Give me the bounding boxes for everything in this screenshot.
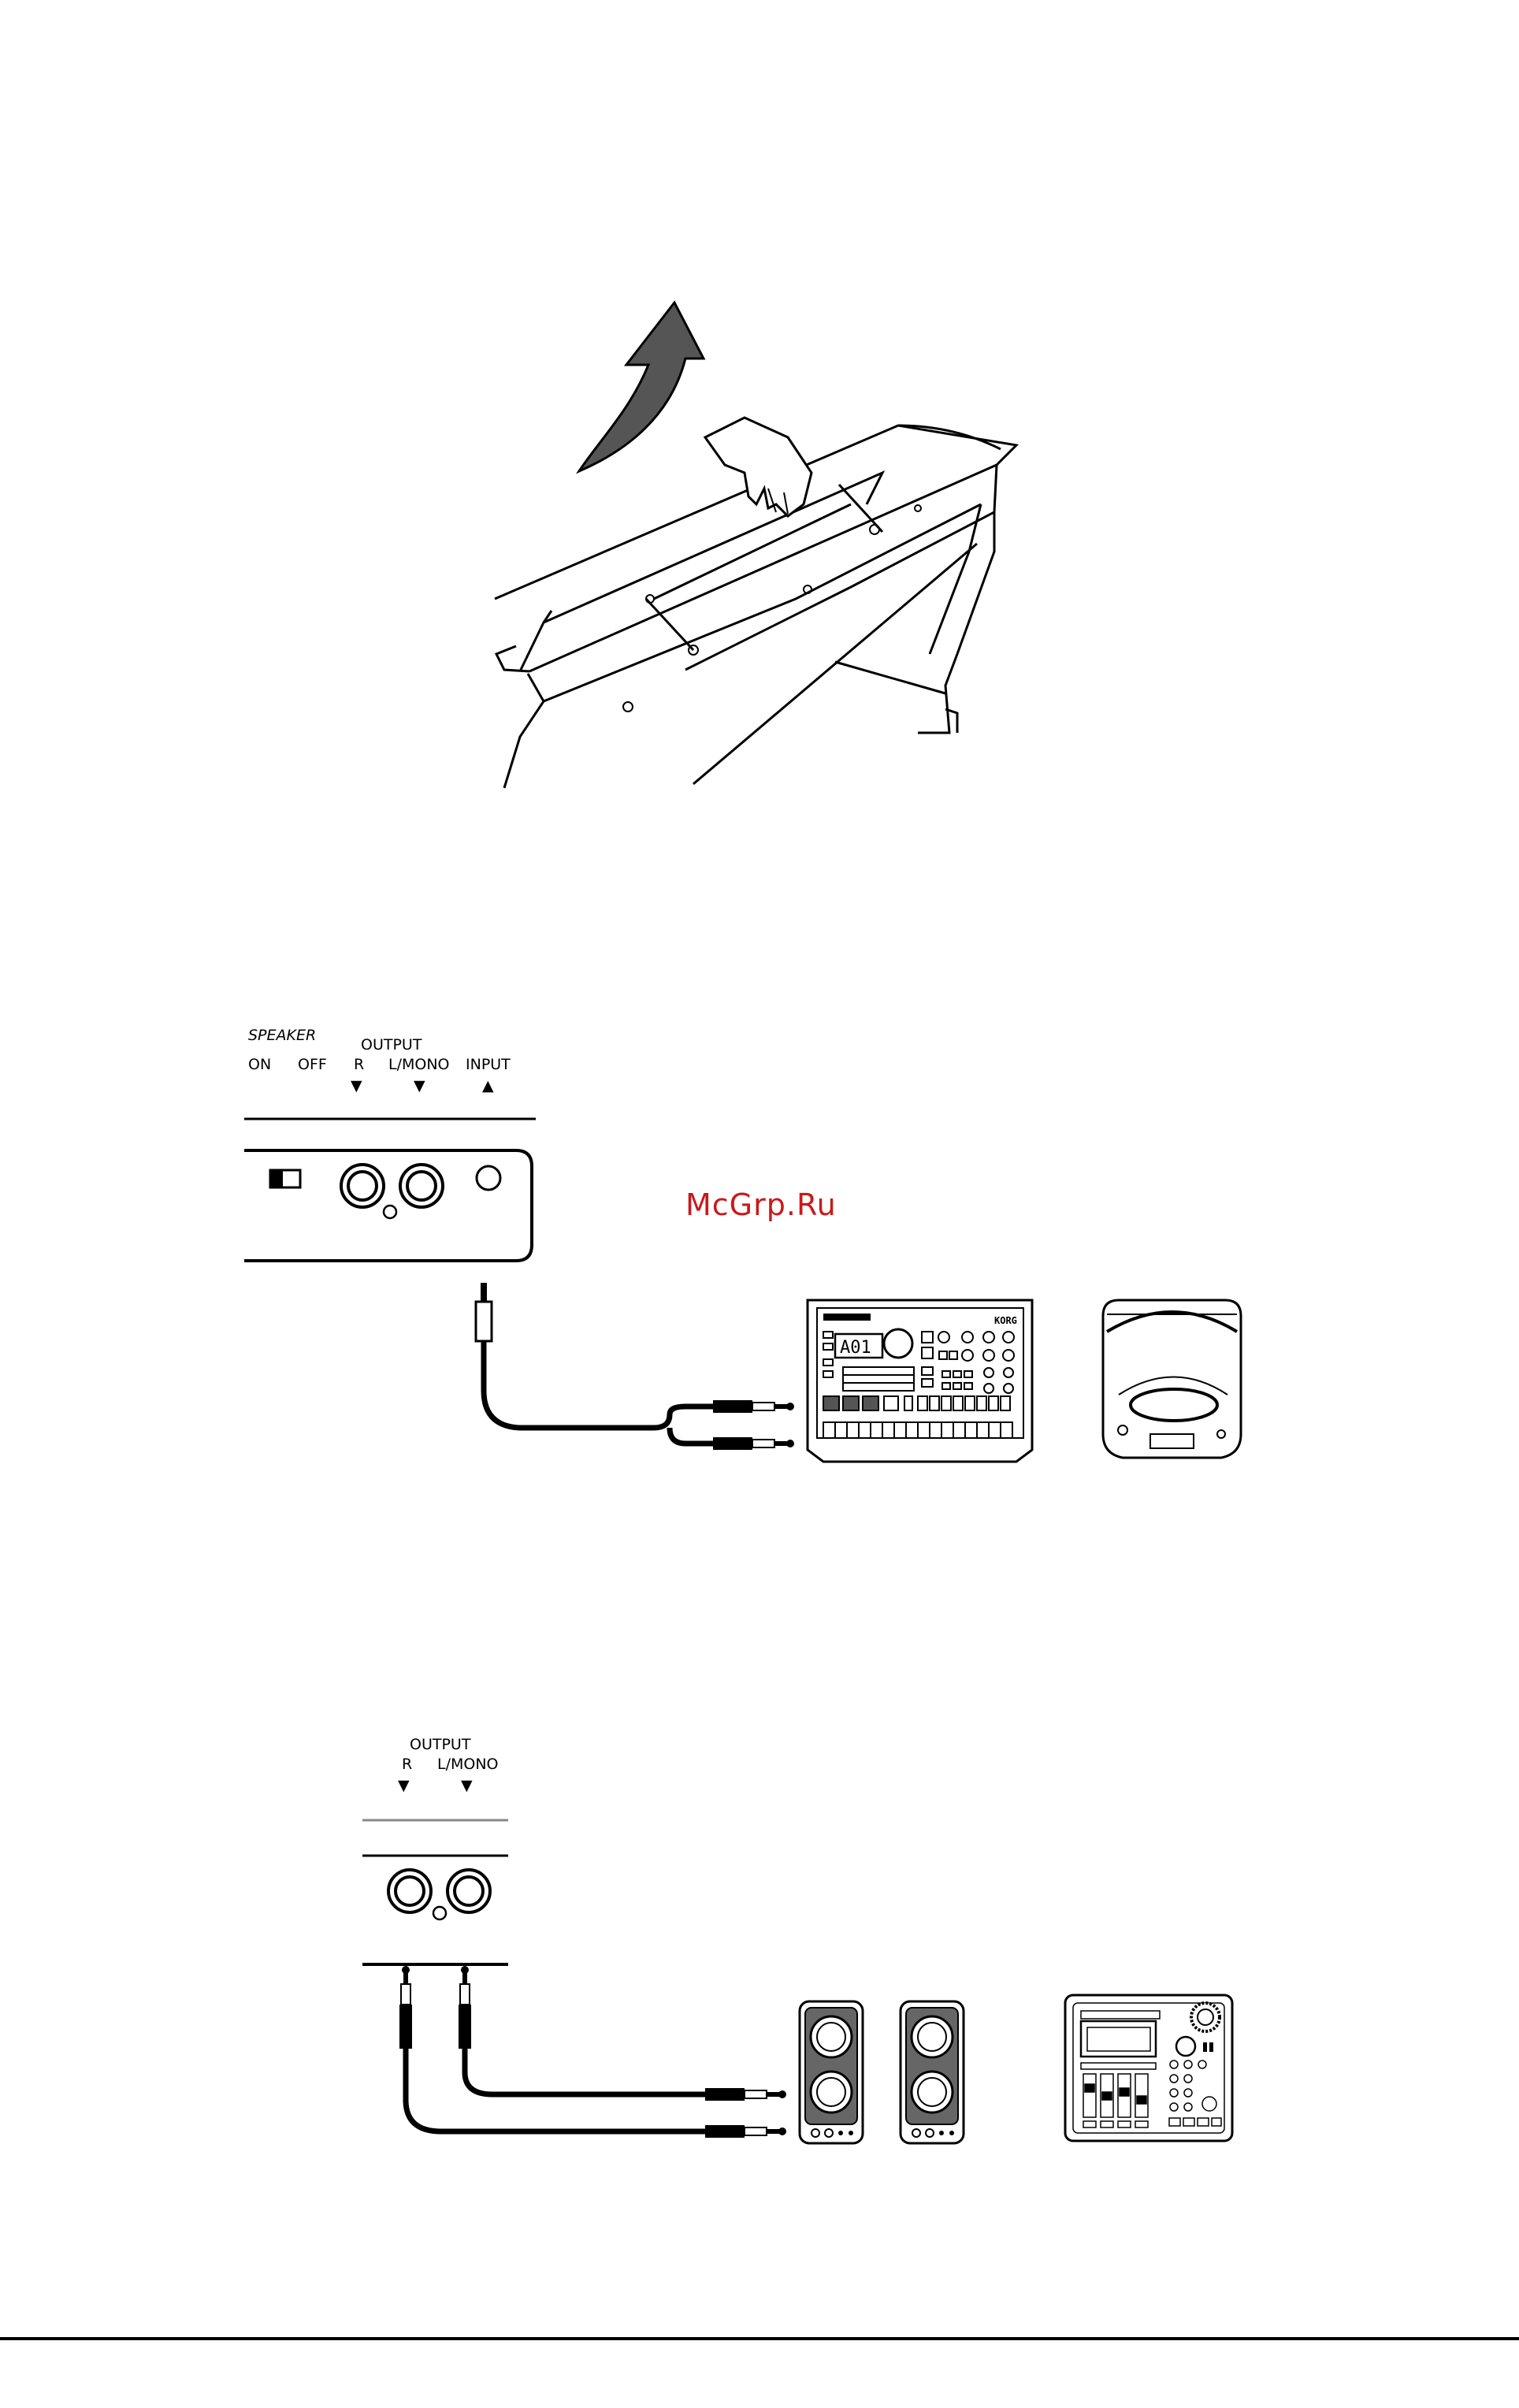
jack-plug-icon — [399, 1966, 471, 2049]
lmono-arrow-down-icon: ▼ — [414, 1077, 425, 1094]
lmono-arrow-down-icon-2: ▼ — [461, 1777, 473, 1794]
r-arrow-down-icon: ▼ — [351, 1077, 362, 1094]
device-display: A01 — [840, 1338, 871, 1358]
output-r-jack[interactable] — [341, 1165, 384, 1207]
recorder-icon — [1065, 1995, 1232, 2141]
speaker-left — [800, 2001, 863, 2143]
input-jack[interactable] — [477, 1166, 500, 1190]
svg-text:KORG: KORG — [994, 1315, 1017, 1326]
output-lmono-jack-2[interactable] — [448, 1870, 490, 1912]
output-r-jack-2[interactable] — [388, 1870, 431, 1912]
jack-plug-icon — [705, 2088, 786, 2138]
output-lmono-label-2: L/MONO — [437, 1756, 499, 1773]
jack-plug-icon — [713, 1400, 794, 1450]
music-stand-illustration — [495, 303, 1016, 788]
sampler-device-icon: KORG A01 — [808, 1300, 1032, 1462]
cd-player-icon — [1103, 1300, 1241, 1458]
output-label-2: OUTPUT — [410, 1736, 471, 1753]
watermark: McGrp.Ru — [685, 1187, 837, 1222]
output-lmono-jack[interactable] — [400, 1165, 443, 1207]
speaker-label: SPEAKER — [248, 1027, 316, 1044]
r-arrow-down-icon-2: ▼ — [398, 1777, 410, 1794]
input-arrow-up-icon: ▲ — [482, 1077, 494, 1094]
output-r-label-2: R — [402, 1756, 412, 1773]
arrow-up-icon — [579, 303, 704, 471]
speaker-on-label: ON — [248, 1056, 271, 1073]
speaker-switch[interactable] — [270, 1170, 300, 1187]
panel-led-2 — [433, 1907, 446, 1919]
output-label: OUTPUT — [361, 1036, 422, 1054]
speaker-icon — [800, 2001, 964, 2143]
rear-panel-top: SPEAKER ON OFF OUTPUT R L/MONO INPUT ▼ ▼… — [244, 1027, 536, 1261]
stereo-cables — [399, 1966, 786, 2138]
speaker-right — [901, 2001, 964, 2143]
output-lmono-label: L/MONO — [388, 1056, 450, 1073]
rear-panel-bottom: OUTPUT R L/MONO ▼ ▼ — [362, 1736, 508, 1964]
cable-icon — [476, 1283, 794, 1450]
panel-led — [384, 1206, 396, 1218]
input-label: INPUT — [466, 1056, 511, 1073]
output-r-label: R — [354, 1056, 364, 1073]
speaker-off-label: OFF — [298, 1056, 327, 1073]
